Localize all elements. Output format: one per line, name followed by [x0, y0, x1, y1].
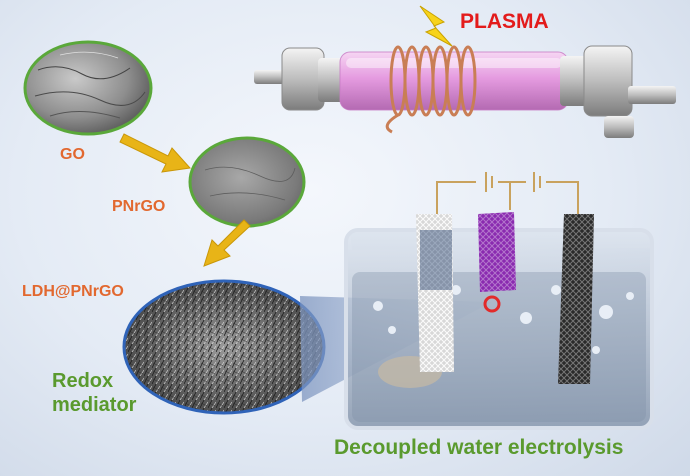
- redox-mediator-label-line2: mediator: [52, 394, 137, 416]
- focus-marker: [483, 295, 501, 313]
- pnrgo-label: PNrGO: [112, 198, 166, 215]
- electrode-left: [416, 214, 454, 372]
- decoupled-electrolysis-label: Decoupled water electrolysis: [334, 436, 624, 459]
- plasma-tube: [254, 45, 676, 138]
- arrow-go-to-pnrgo: [119, 133, 191, 173]
- sem-image-go: [23, 40, 153, 136]
- electrode-right: [558, 214, 594, 384]
- coil: [385, 45, 477, 134]
- arrow-pnrgo-to-ldh: [203, 219, 251, 267]
- circuit-wires: [436, 172, 579, 214]
- lightning-bolt-icon: [419, 5, 453, 47]
- ldh-pnrgo-label: LDH@PNrGO: [22, 283, 124, 300]
- sem-image-ldh: [122, 279, 326, 415]
- electrode-middle: [478, 212, 516, 292]
- redox-mediator-label-line1: Redox: [52, 370, 114, 392]
- go-label: GO: [60, 146, 85, 163]
- plasma-label: PLASMA: [460, 10, 549, 33]
- sem-image-pnrgo: [188, 136, 306, 228]
